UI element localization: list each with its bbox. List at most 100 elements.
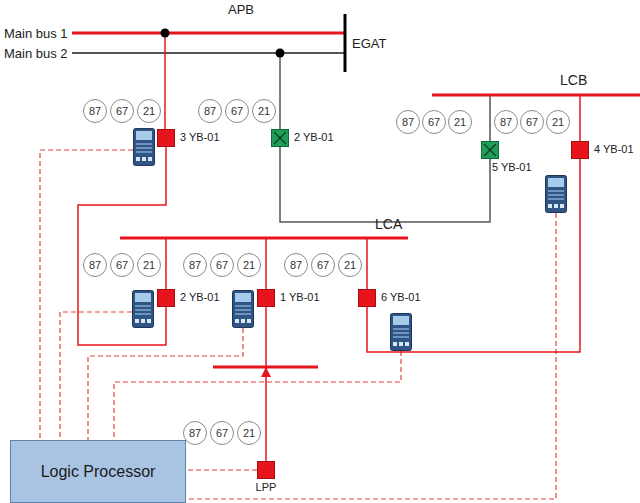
relay-function-circle: 87 (198, 99, 222, 123)
breaker-symbol (257, 461, 275, 479)
relay-function-circle: 21 (448, 110, 472, 134)
relay-code: 87 (189, 259, 201, 271)
relay-function-circle: 67 (210, 253, 234, 277)
relay-function-circle: 21 (137, 253, 161, 277)
arrowhead (261, 367, 271, 377)
relay-code: 67 (216, 427, 228, 439)
bus-name: Main bus 2 (4, 46, 68, 61)
circuit-breaker: 4 YB-01 (571, 141, 589, 159)
lcb-bus (432, 94, 640, 97)
relay-function-circle: 67 (520, 110, 544, 134)
relay-function-circle: 87 (83, 253, 107, 277)
relay-function-circle: 87 (183, 253, 207, 277)
relay-function-circle: 21 (252, 99, 276, 123)
relay-code: 87 (189, 427, 201, 439)
breaker-body (158, 130, 175, 147)
circuit-breaker: 3 YB-01 (157, 129, 175, 147)
relay-function-circle: 67 (422, 110, 446, 134)
main-bus-2 (72, 52, 345, 54)
connection-line (78, 147, 166, 345)
relay-device (546, 176, 567, 213)
feeder-wire (579, 95, 581, 141)
connection-line (280, 147, 490, 222)
relay-code: 67 (216, 259, 228, 271)
junction-dot (276, 49, 285, 58)
relay-function-circle: 21 (546, 110, 570, 134)
relay-code: 21 (454, 116, 466, 128)
circuit-breaker: 2 YB-01 (271, 129, 289, 147)
breaker-label: 4 YB-01 (594, 143, 634, 155)
breaker-symbol (271, 129, 289, 147)
relay-code: 87 (290, 259, 302, 271)
relay-function-circle: 87 (83, 99, 107, 123)
relay-function-circle: 87 (494, 110, 518, 134)
relay-code: 21 (243, 427, 255, 439)
relay-code: 67 (116, 105, 128, 117)
relay-function-circle: 21 (237, 253, 261, 277)
breaker-symbol (481, 141, 499, 159)
relay-function-circle: 67 (110, 253, 134, 277)
relay-code: 21 (344, 259, 356, 271)
breaker-symbol (358, 289, 376, 307)
breaker-symbol (257, 289, 275, 307)
feeder-wire (265, 307, 267, 375)
station-label: APB (228, 2, 254, 17)
breaker-body (258, 290, 275, 307)
relay-device (391, 314, 412, 351)
breaker-label: 2 YB-01 (294, 131, 334, 143)
breaker-label: 1 YB-01 (280, 291, 320, 303)
bus-label: LCB (560, 72, 587, 88)
breaker-label: 6 YB-01 (381, 291, 421, 303)
breaker-body (482, 142, 499, 159)
junction-dot (161, 29, 170, 38)
relay-code: 67 (231, 105, 243, 117)
feeder-wire (164, 33, 166, 129)
breaker-symbol (571, 141, 589, 159)
relay-code: 87 (500, 116, 512, 128)
breaker-symbol (157, 289, 175, 307)
relay-device (134, 129, 155, 166)
relay-function-circle: 67 (311, 253, 335, 277)
circuit-breaker: LPP (257, 461, 275, 479)
relay-code: 87 (204, 105, 216, 117)
relay-function-circle: 87 (183, 421, 207, 445)
relay-function-circle: 67 (210, 421, 234, 445)
relay-code: 67 (526, 116, 538, 128)
lca-bus (120, 237, 408, 240)
relay-code: 21 (143, 259, 155, 271)
breaker-body (572, 142, 589, 159)
main-bus-1 (72, 32, 345, 35)
breaker-label: 2 YB-01 (180, 291, 220, 303)
breaker-body (258, 462, 275, 479)
relay-code: 87 (402, 116, 414, 128)
relay-function-circle: 87 (284, 253, 308, 277)
relay-function-circle: 21 (237, 421, 261, 445)
relay-code: 87 (89, 259, 101, 271)
relay-code: 87 (89, 105, 101, 117)
breaker-symbol (157, 129, 175, 147)
circuit-breaker: 5 YB-01 (481, 141, 499, 159)
relay-function-circle: 87 (396, 110, 420, 134)
circuit-breaker: 1 YB-01 (257, 289, 275, 307)
breaker-open-mark (274, 132, 286, 144)
bus-label: LCA (375, 216, 402, 232)
relay-code: 21 (552, 116, 564, 128)
breaker-label: LPP (256, 481, 277, 493)
bus-name: Main bus 1 (4, 26, 68, 41)
breaker-body (272, 130, 289, 147)
feeder-wire (166, 238, 367, 289)
feeder-wire (265, 367, 267, 461)
relay-code: 21 (143, 105, 155, 117)
relay-device (133, 291, 154, 328)
connection-line (186, 469, 257, 470)
relay-code: 21 (258, 105, 270, 117)
connection-line (367, 159, 580, 352)
relay-code: 67 (116, 259, 128, 271)
station-label: EGAT (352, 36, 386, 51)
feeder-wire (279, 53, 281, 129)
relay-code: 67 (428, 116, 440, 128)
relay-function-circle: 21 (137, 99, 161, 123)
breaker-open-mark (484, 144, 496, 156)
